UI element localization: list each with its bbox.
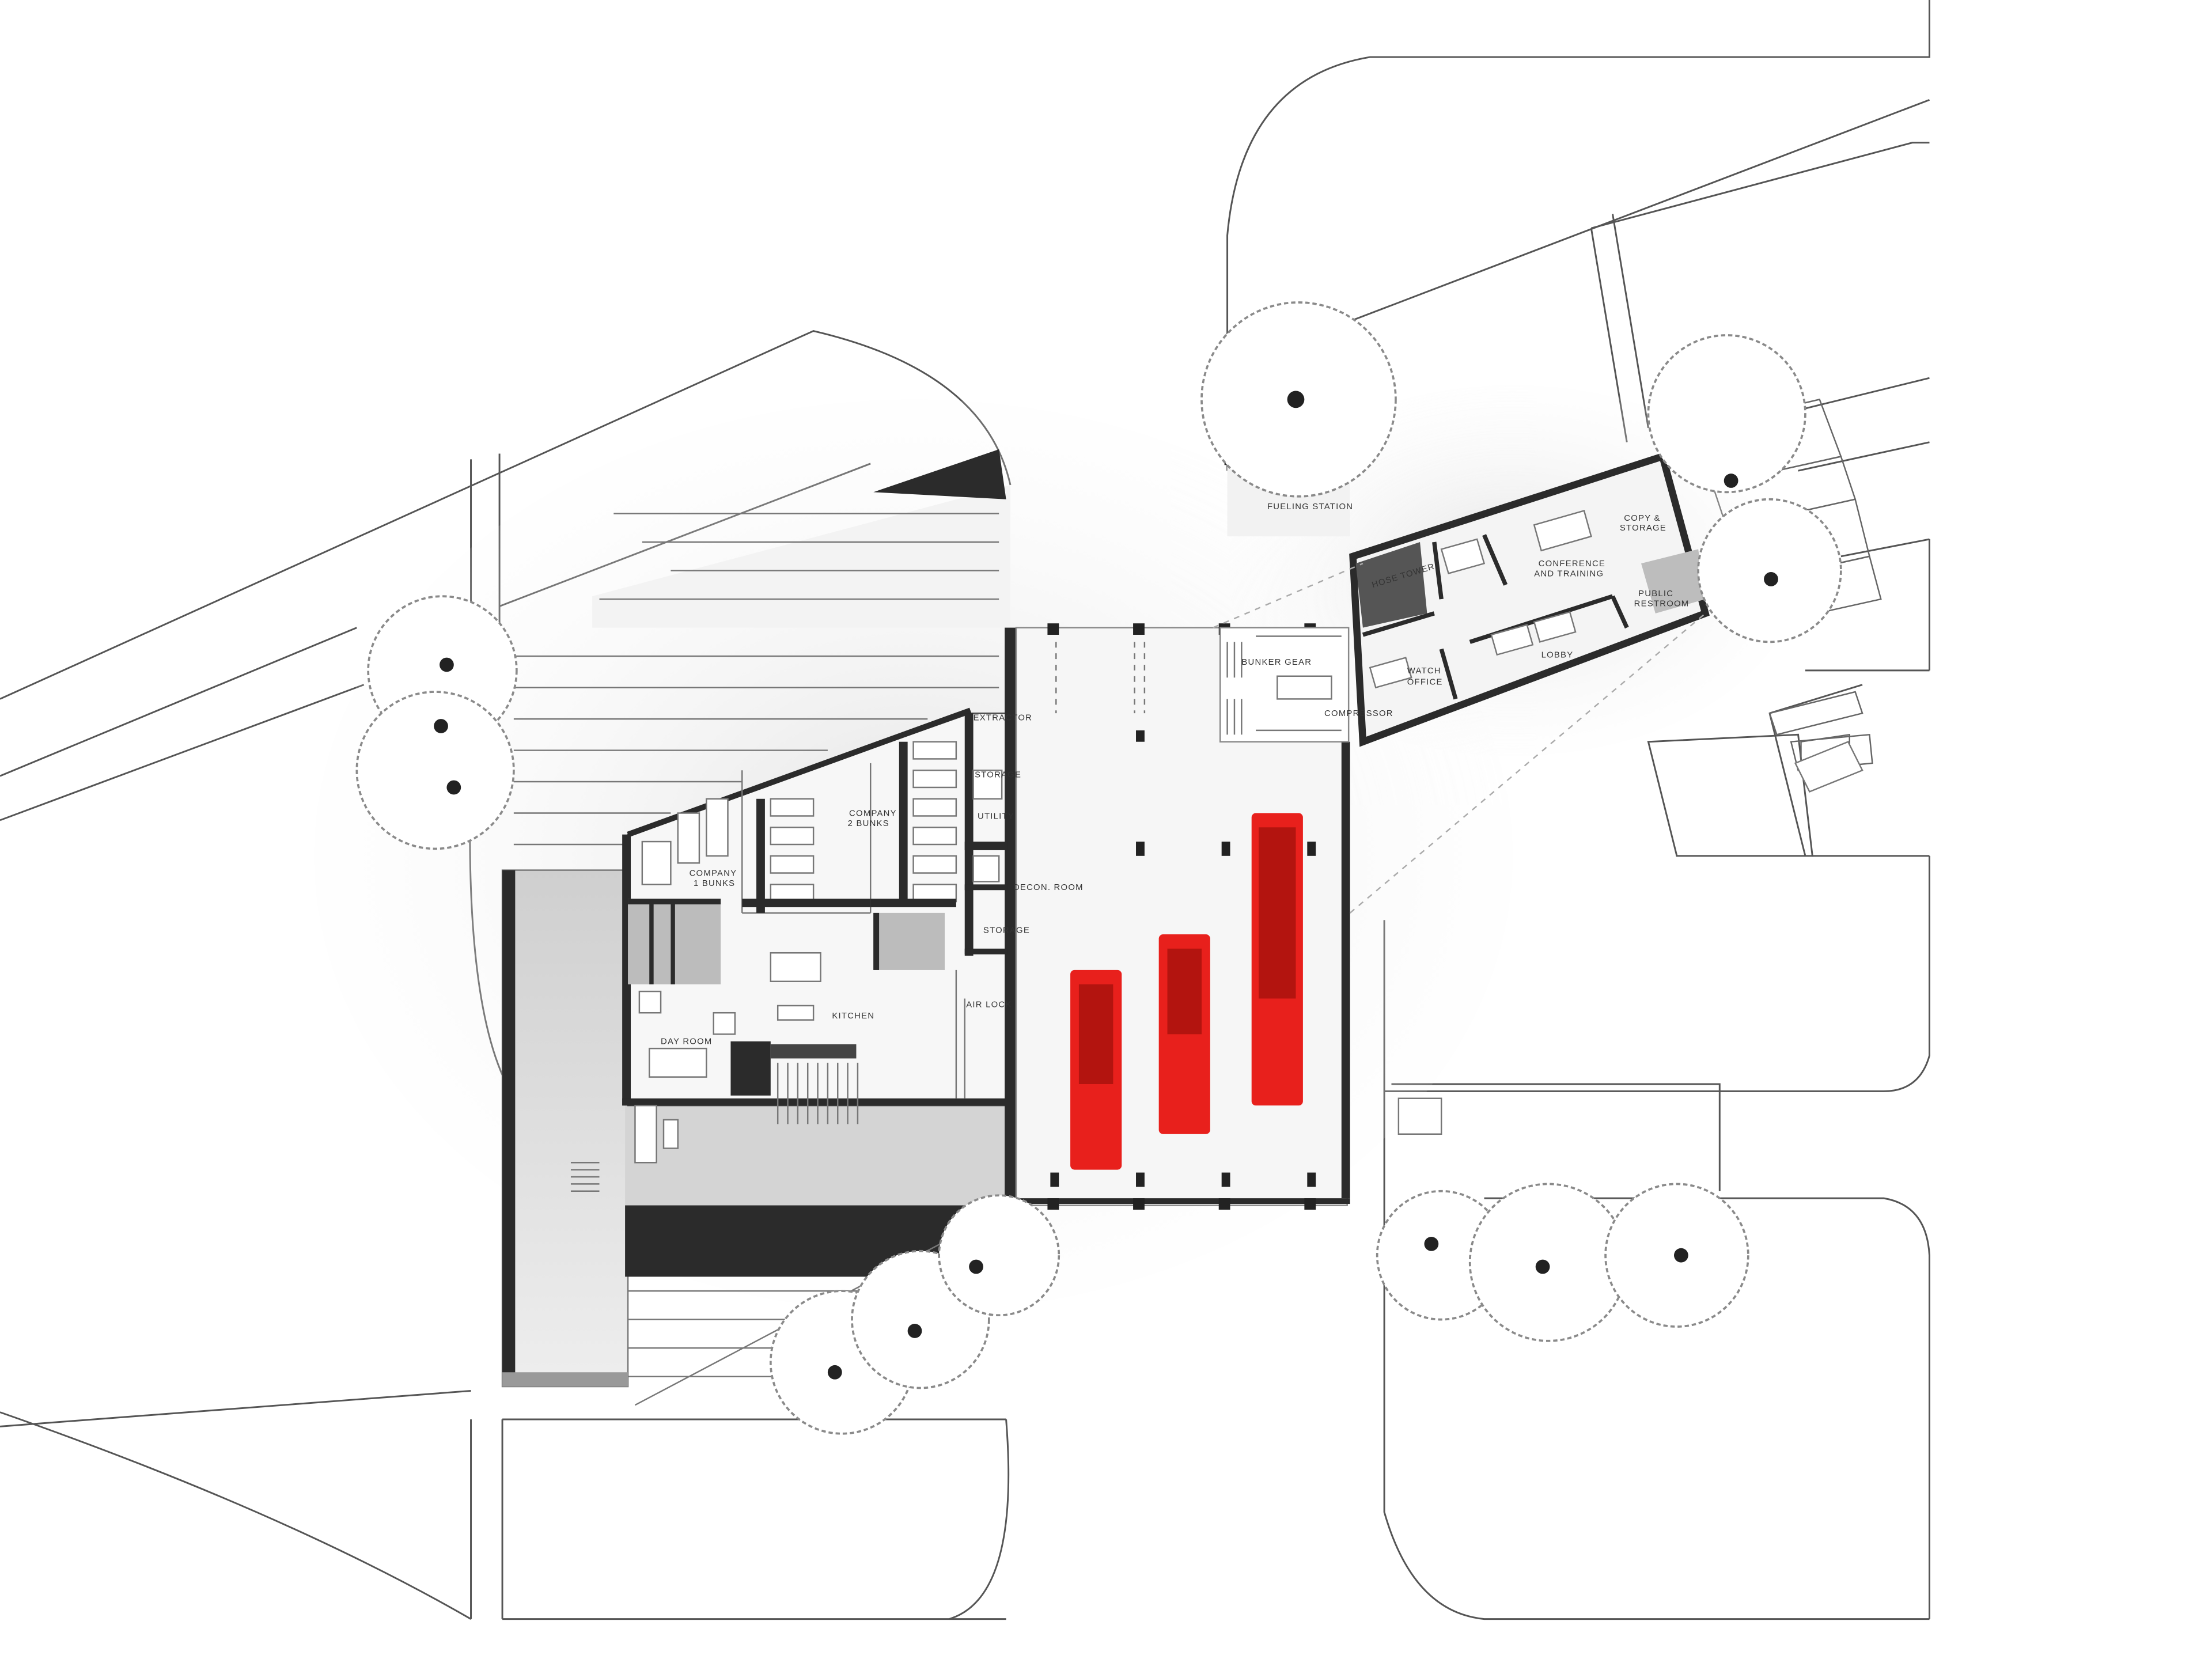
label-utility: UTILITY: [978, 812, 1014, 821]
label-public-restroom: PUBLIC RESTROOM: [1634, 589, 1690, 608]
label-company2-line1: COMPANY: [849, 809, 897, 818]
tree-west-2: [355, 691, 515, 850]
tree-north-1: [1200, 301, 1397, 498]
label-compressor: COMPRESSOR: [1324, 709, 1393, 718]
label-conference: CONFERENCE AND TRAINING: [1534, 559, 1608, 578]
living-wing: [622, 627, 1016, 1199]
label-lobby: LOBBY: [1541, 651, 1574, 660]
label-public-restroom-line1: PUBLIC: [1638, 589, 1673, 599]
label-watch-office-line1: WATCH: [1407, 666, 1441, 676]
label-extractor: EXTRACTOR: [974, 714, 1033, 723]
admin-wing: [1349, 452, 1710, 747]
label-watch-office: WATCH OFFICE: [1407, 666, 1444, 687]
label-company2-line2: 2 BUNKS: [848, 819, 889, 828]
label-storage-lower: STORAGE: [983, 926, 1030, 935]
label-decon: DECON. ROOM: [1013, 883, 1084, 892]
company-2-bunk-beds: [770, 741, 957, 903]
label-company1-line1: COMPANY: [690, 869, 737, 878]
label-company1-line2: 1 BUNKS: [694, 879, 735, 888]
trees: [355, 301, 1842, 1435]
label-conference-line1: CONFERENCE: [1539, 559, 1605, 569]
label-kitchen: KITCHEN: [832, 1012, 874, 1021]
label-copy-storage-line1: COPY &: [1624, 514, 1660, 523]
fire-apparatus: [1070, 813, 1303, 1170]
label-bunker-gear: BUNKER GEAR: [1241, 658, 1312, 667]
ladder-truck: [1251, 813, 1303, 1106]
label-fueling-station: FUELING STATION: [1267, 502, 1353, 512]
tree-southeast-3: [1604, 1183, 1749, 1328]
label-watch-office-line2: OFFICE: [1407, 678, 1443, 687]
label-copy-storage-line2: STORAGE: [1620, 524, 1666, 533]
label-conference-line2: AND TRAINING: [1534, 569, 1604, 578]
label-air-lock: AIR LOCK: [966, 1000, 1012, 1009]
label-storage-upper: STORAGE: [975, 771, 1021, 780]
label-company2: COMPANY 2 BUNKS: [848, 809, 900, 828]
west-ramp: [501, 869, 629, 1388]
label-public-restroom-line2: RESTROOM: [1634, 599, 1690, 608]
label-company1: COMPANY 1 BUNKS: [690, 869, 740, 888]
tree-northeast-1: [1647, 334, 1806, 494]
fire-engine-1: [1070, 969, 1122, 1170]
room-labels: FUELING STATION HOSE TOWER CONFERENCE AN…: [661, 502, 1690, 1047]
sight-lines: [1213, 563, 1706, 914]
parked-car: [1397, 741, 1863, 1135]
tree-south-3: [938, 1194, 1060, 1317]
tree-southeast-2: [1468, 1183, 1628, 1342]
label-day-room: DAY ROOM: [661, 1037, 712, 1047]
fire-engine-2: [1158, 934, 1210, 1134]
northwest-plaza-steps: [513, 449, 1011, 846]
label-copy-storage: COPY & STORAGE: [1620, 514, 1666, 533]
tree-northeast-2: [1697, 498, 1842, 643]
